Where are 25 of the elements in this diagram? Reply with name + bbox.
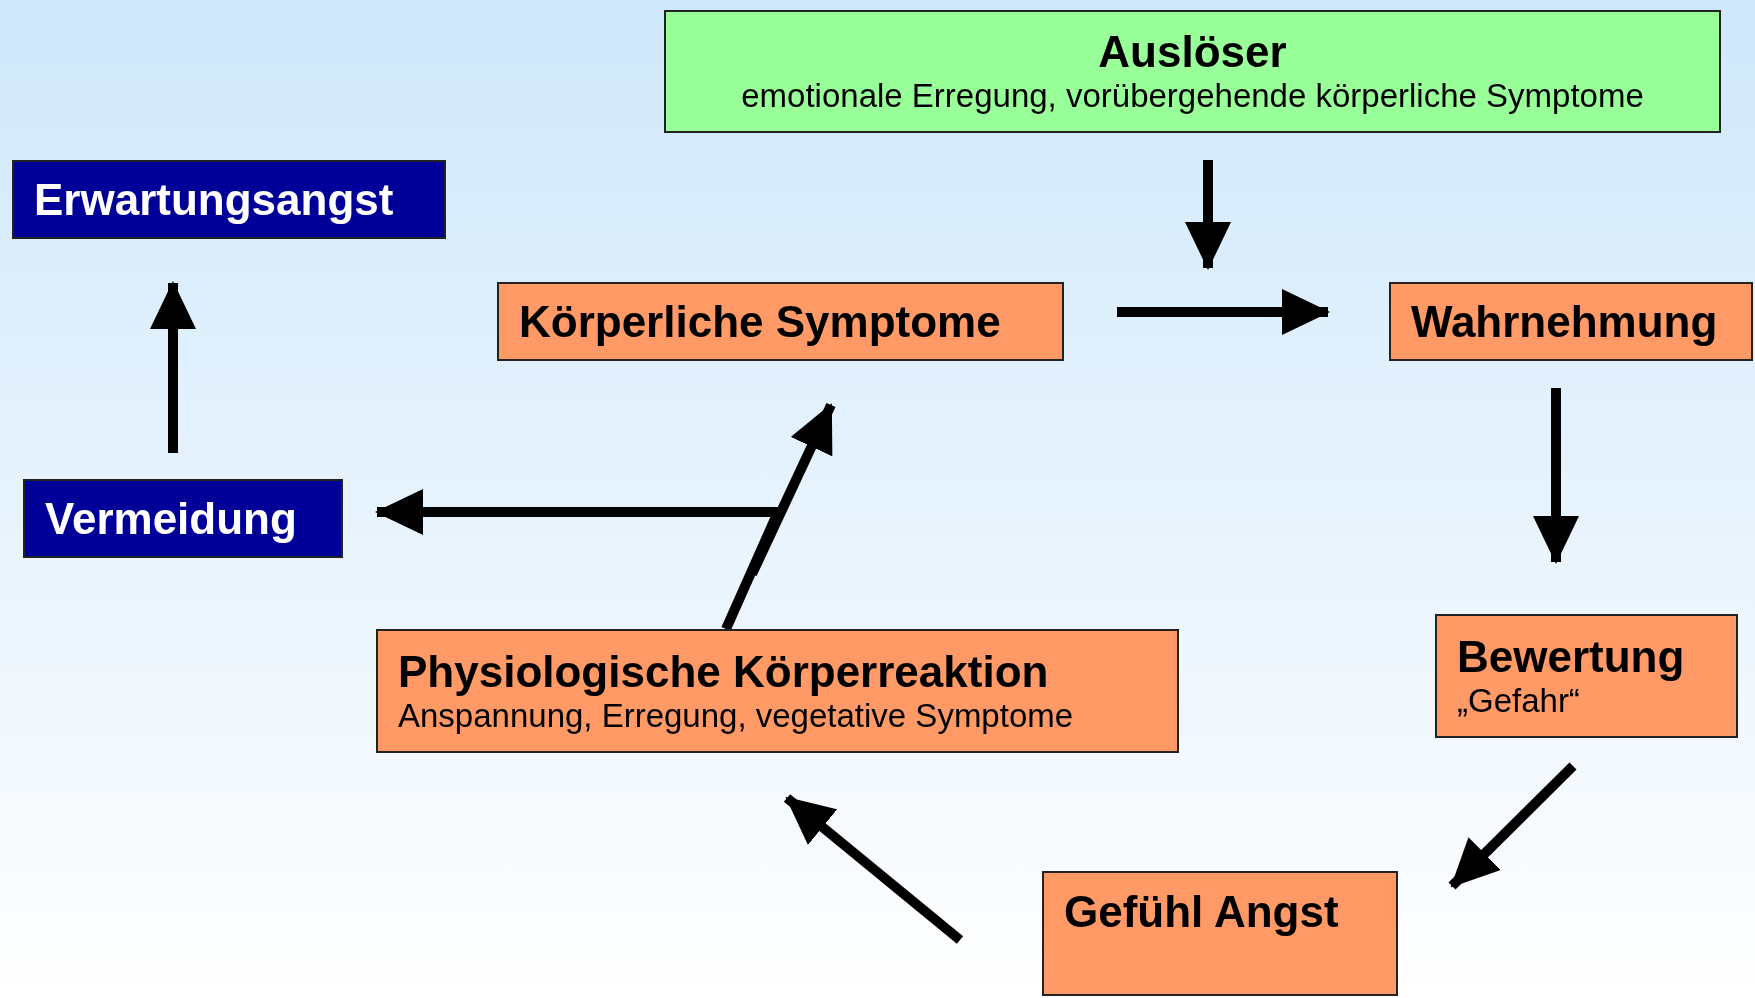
box-subtitle: emotionale Erregung, vorübergehende körperliche Symptome bbox=[741, 76, 1644, 116]
arrow bbox=[783, 794, 964, 944]
process-box bbox=[1042, 871, 1398, 996]
process-box bbox=[12, 160, 446, 239]
box-subtitle: „Gefahr“ bbox=[1457, 681, 1580, 721]
process-box bbox=[23, 479, 343, 558]
arrow bbox=[1117, 289, 1330, 335]
process-box bbox=[1435, 614, 1738, 738]
arrow bbox=[1185, 160, 1231, 270]
process-box bbox=[376, 629, 1179, 753]
box-heading: Vermeidung bbox=[45, 493, 297, 544]
arrow bbox=[1448, 762, 1577, 890]
box-heading: Bewertung bbox=[1457, 631, 1685, 681]
box-heading: Gefühl Angst bbox=[1064, 887, 1339, 937]
process-box bbox=[664, 10, 1721, 133]
process-box bbox=[497, 282, 1064, 361]
box-subtitle: Anspannung, Erregung, vegetative Symptome bbox=[398, 696, 1074, 736]
box-heading: Erwartungsangst bbox=[34, 174, 394, 225]
box-heading: Auslöser bbox=[1098, 27, 1287, 77]
box-heading: Wahrnehmung bbox=[1411, 296, 1718, 347]
arrow bbox=[1533, 388, 1579, 564]
process-box bbox=[1389, 282, 1753, 361]
box-heading: Körperliche Symptome bbox=[519, 296, 1001, 347]
arrow bbox=[150, 281, 196, 453]
box-heading: Physiologische Körperreaktion bbox=[398, 646, 1049, 696]
